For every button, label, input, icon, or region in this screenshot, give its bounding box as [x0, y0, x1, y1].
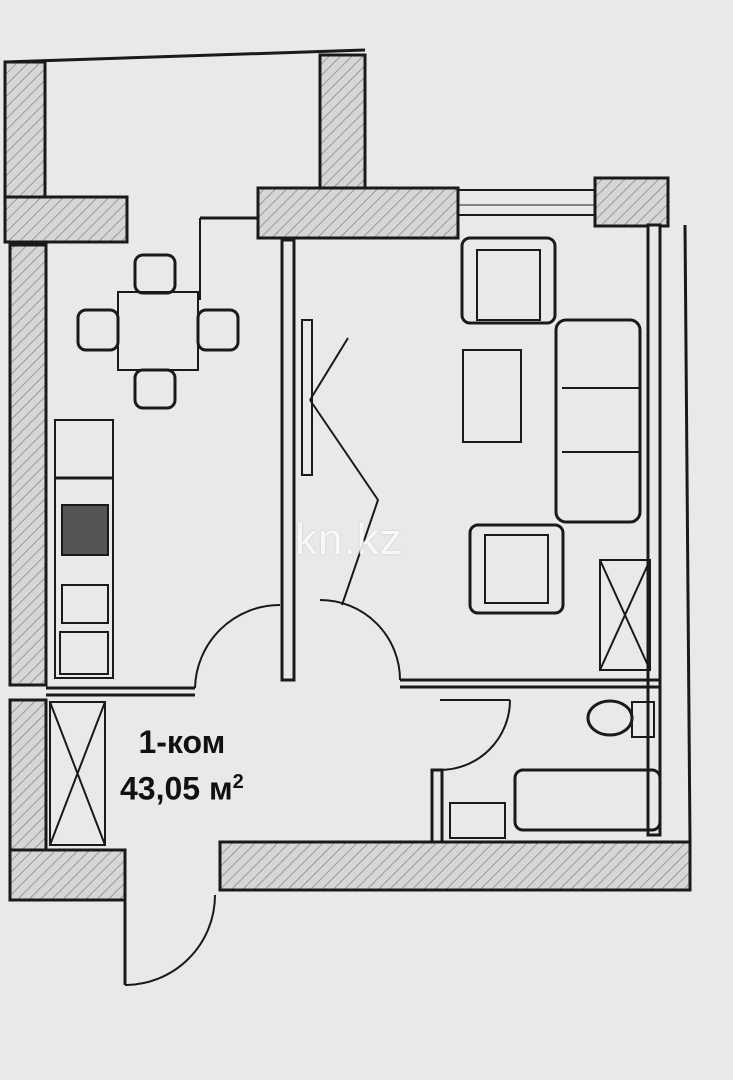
bottom-left-wall: [8, 848, 127, 902]
armchair: [460, 236, 557, 325]
chair: [76, 308, 120, 352]
balcony-right-wall: [318, 53, 367, 192]
area-value: 43,05: [120, 770, 201, 807]
bathroom-door: [439, 699, 511, 771]
sink: [59, 631, 109, 675]
partitions: [46, 189, 692, 986]
living-top-wall: [256, 186, 460, 240]
stove: [61, 504, 109, 556]
living-door: [319, 599, 401, 681]
rooms-label: 1-ком: [138, 724, 226, 760]
watermark: kn.kz: [295, 515, 403, 564]
right-wall-inner: [646, 223, 662, 837]
washbasin: [449, 802, 506, 839]
armchair: [468, 523, 565, 615]
kitchen-counter: [54, 419, 114, 679]
chair: [133, 253, 177, 295]
chair: [196, 308, 240, 352]
left-outer-wall: [8, 243, 48, 687]
living-top-right-wall: [593, 176, 670, 228]
closet: [49, 701, 106, 846]
bathroom-partition: [430, 768, 444, 844]
sofa: [554, 318, 642, 524]
window: [457, 189, 596, 216]
left-hall-wall: [8, 698, 48, 852]
bathtub: [513, 768, 662, 832]
entrance-door: [124, 894, 216, 986]
oven: [61, 584, 109, 624]
coffee-table: [462, 349, 522, 443]
area-unit: м: [208, 770, 233, 807]
kitchen-living-partition: [280, 238, 296, 682]
area-unit-power: 2: [232, 771, 244, 793]
walls: [3, 48, 692, 902]
wardrobe: [599, 559, 651, 671]
toilet: [586, 699, 634, 737]
kitchen-top-wall: [3, 195, 129, 244]
area-label: 43,05 м2: [120, 762, 244, 809]
kitchen-door: [194, 604, 281, 689]
balcony-top-line: [4, 48, 366, 64]
chair: [133, 368, 177, 410]
balcony-left-wall: [3, 60, 47, 199]
dining-table: [117, 291, 199, 371]
apartment-summary: 1-ком 43,05 м2: [120, 722, 244, 809]
bottom-wall: [218, 840, 692, 892]
